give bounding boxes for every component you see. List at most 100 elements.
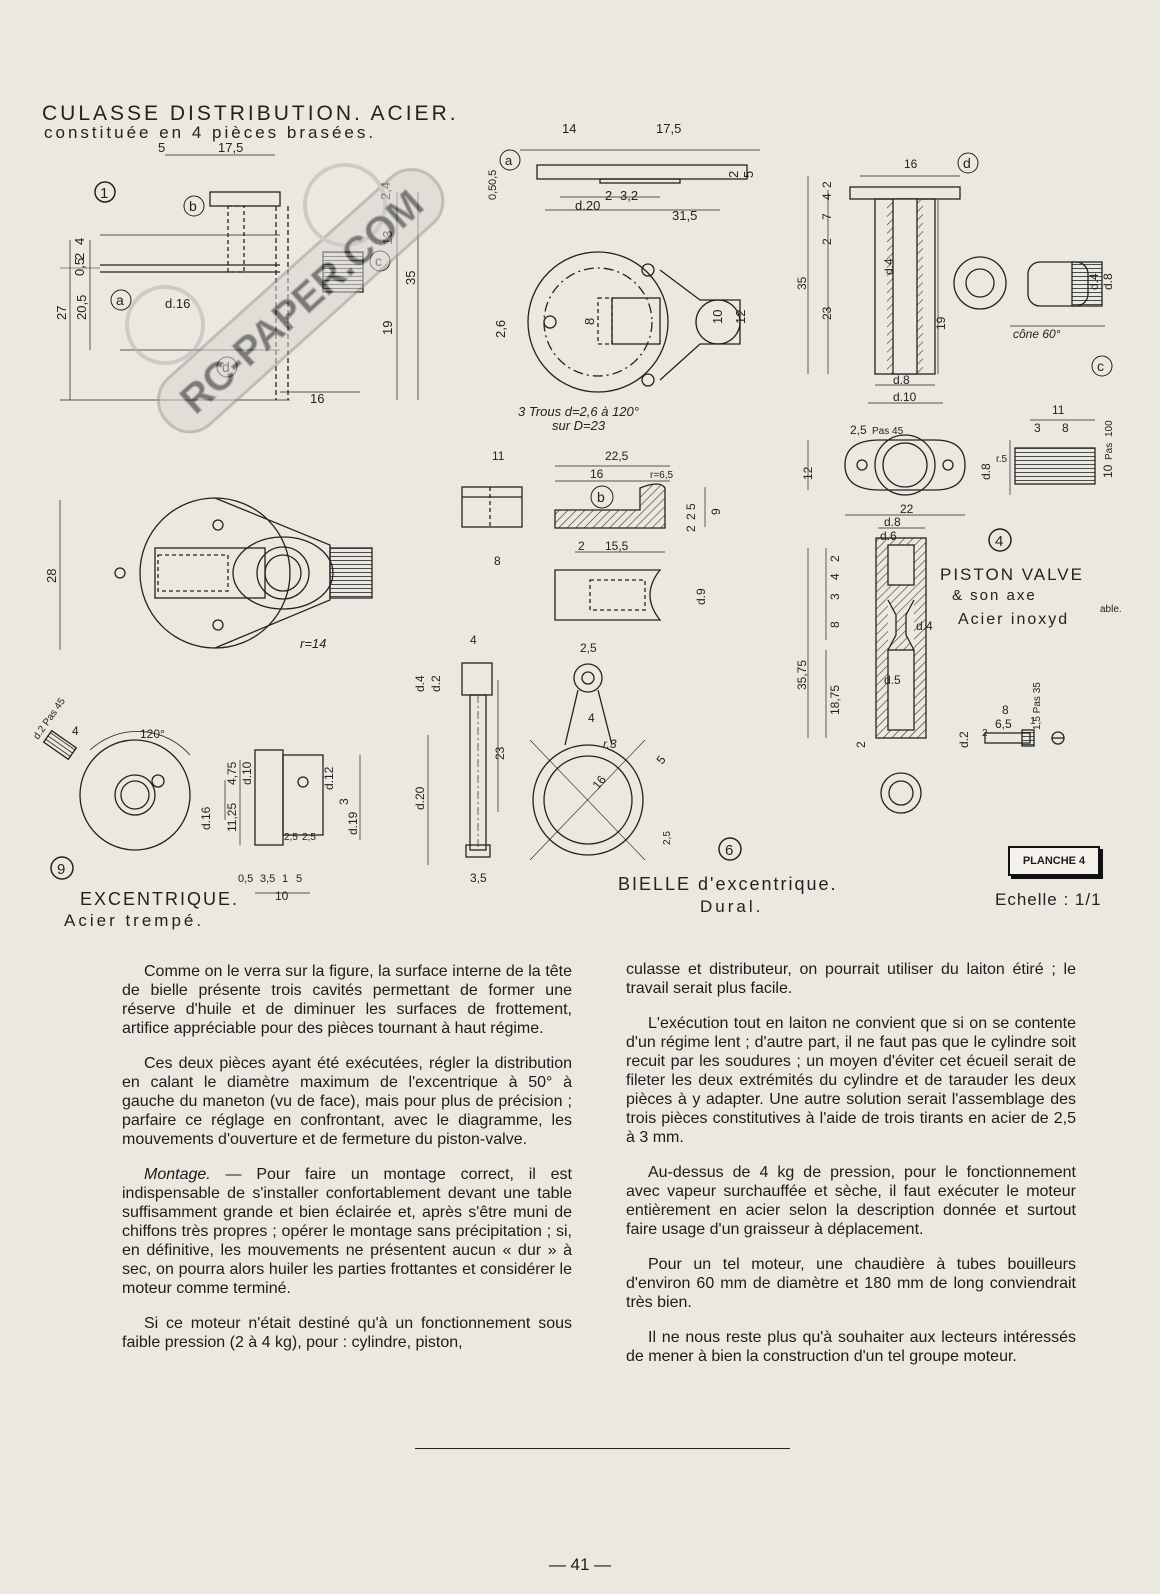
piston-dim-2c: 2 bbox=[982, 728, 988, 739]
marker-a-culasse: a bbox=[116, 292, 124, 308]
part-d-drawing bbox=[807, 175, 1105, 404]
part-c-pas-45: Pas 45 bbox=[872, 426, 904, 437]
part-d-dim-35: 35 bbox=[795, 276, 809, 290]
piston-dim-d5: d.5 bbox=[884, 673, 901, 687]
piston-dim-35-75: 35,75 bbox=[795, 660, 809, 690]
part-b-dim-2: 2 bbox=[578, 539, 585, 553]
part-d-dim-23: 23 bbox=[820, 306, 834, 320]
exc-dim-11-25: 11,25 bbox=[225, 803, 239, 832]
exc-dim-4-75: 4,75 bbox=[225, 761, 239, 785]
part-a-dim-10: 10 bbox=[710, 310, 725, 324]
part-d-dim-4: 4 bbox=[820, 193, 834, 200]
part-a-dim-0-5-b: 0,5 bbox=[487, 185, 499, 200]
part-c-dim-d8: d.8 bbox=[979, 463, 993, 480]
bielle-dim-d20: d.20 bbox=[413, 786, 427, 810]
base-view-drawing bbox=[59, 497, 373, 650]
bielle-dim-4b: 4 bbox=[588, 711, 595, 725]
marker-c: c bbox=[1097, 358, 1104, 374]
piston-dim-1: 1 bbox=[1030, 716, 1036, 727]
piston-dim-3: 3 bbox=[828, 593, 842, 600]
piston-dim-d8: d.8 bbox=[884, 515, 901, 529]
base-dim-r14: r=14 bbox=[300, 636, 326, 651]
part-d-dim-d10: d.10 bbox=[893, 390, 917, 404]
text-column-left: Comme on le verra sur la figure, la surf… bbox=[122, 962, 572, 1368]
exc-dim-120: 120° bbox=[140, 727, 165, 741]
piston-dim-d6: d.6 bbox=[880, 529, 897, 543]
exc-dim-1: 1 bbox=[282, 873, 288, 885]
part-d-dim-d4-b: d.4 bbox=[1087, 273, 1101, 290]
part-c-dim-10: 10 bbox=[1101, 464, 1115, 478]
culasse-dim-16: 16 bbox=[310, 391, 324, 406]
exc-dim-2-5b: 2,5 bbox=[302, 832, 316, 843]
part-c-pas: Pas bbox=[1104, 443, 1115, 460]
exc-dim-d16: d.16 bbox=[199, 806, 213, 830]
part-a-dim-5: 5 bbox=[741, 171, 756, 178]
part-c-dim-12: 12 bbox=[801, 466, 815, 480]
bielle-drawing bbox=[427, 662, 646, 865]
part-c-dim-8: 8 bbox=[1062, 421, 1069, 435]
text-column-right: culasse et distributeur, on pourrait uti… bbox=[626, 960, 1076, 1382]
part-d-dim-16: 16 bbox=[904, 157, 918, 171]
montage-body: Pour faire un montage correct, il est in… bbox=[122, 1166, 572, 1297]
culasse-dim-5: 5 bbox=[158, 140, 165, 155]
bielle-dim-23: 23 bbox=[493, 746, 507, 760]
exc-dim-d10: d.10 bbox=[240, 761, 254, 785]
part-c-dim-11: 11 bbox=[1052, 403, 1065, 417]
exc-dim-d19: d.19 bbox=[346, 811, 360, 835]
part-c-dim-2-5: 2,5 bbox=[850, 423, 867, 437]
bielle-material: Dural. bbox=[700, 897, 763, 916]
part-b-dim-9: 9 bbox=[709, 508, 723, 515]
paragraph-montage: Montage. — Pour faire un montage correct… bbox=[122, 1165, 572, 1298]
part-b-dim-11: 11 bbox=[492, 449, 505, 463]
piston-valve-subtitle: & son axe bbox=[952, 587, 1037, 604]
culasse-dim-d16: d.16 bbox=[165, 296, 190, 311]
piston-dim-d2: d.2 bbox=[957, 731, 971, 748]
part-b-dim-5: 5 bbox=[684, 503, 698, 510]
part-d-dim-d8-b: d.8 bbox=[1101, 273, 1115, 290]
echelle-label: Echelle : 1/1 bbox=[995, 890, 1102, 909]
bielle-dim-3-5: 3,5 bbox=[470, 871, 487, 885]
excentrique-title: EXCENTRIQUE. bbox=[80, 889, 239, 909]
part-a-dim-31-5: 31,5 bbox=[672, 208, 697, 223]
part-b-dim-2b: 2 bbox=[684, 513, 698, 520]
piston-dim-4: 4 bbox=[828, 573, 842, 580]
culasse-dim-0-5: 0,5 bbox=[72, 258, 87, 276]
paragraph: Comme on le verra sur la figure, la surf… bbox=[122, 963, 572, 1037]
piston-dim-6-5: 6,5 bbox=[995, 717, 1012, 731]
part-d-cone: cône 60° bbox=[1013, 327, 1061, 341]
divider-line bbox=[415, 1448, 790, 1449]
exc-dim-d12: d.12 bbox=[322, 766, 336, 790]
piston-dim-2: 2 bbox=[828, 555, 842, 562]
culasse-number-badge: 1 bbox=[94, 181, 116, 203]
exc-dim-10: 10 bbox=[275, 889, 289, 903]
exc-dim-3: 3 bbox=[337, 798, 351, 805]
part-c-dim-22: 22 bbox=[900, 502, 914, 516]
paragraph: Il ne nous reste plus qu'à souhaiter aux… bbox=[626, 1329, 1076, 1365]
excentrique-drawing bbox=[42, 729, 361, 894]
culasse-dim-27: 27 bbox=[54, 306, 69, 320]
part-d-dim-7: 7 bbox=[820, 213, 834, 220]
part-a-dim-3-2: 3,2 bbox=[620, 188, 638, 203]
planche-label: PLANCHE 4 bbox=[1008, 846, 1100, 876]
bielle-dim-2-5b: 2,5 bbox=[662, 831, 673, 845]
piston-dim-pas35: 1,5 Pas 35 bbox=[1032, 682, 1043, 730]
bielle-dim-2-5: 2,5 bbox=[580, 641, 597, 655]
part-a-note-line2: sur D=23 bbox=[552, 418, 606, 433]
piston-valve-number: 4 bbox=[995, 533, 1003, 550]
excentrique-number: 9 bbox=[57, 861, 65, 878]
piston-dim-8: 8 bbox=[828, 621, 842, 628]
part-a-dim-14: 14 bbox=[562, 121, 576, 136]
exc-dim-0-5: 0,5 bbox=[238, 873, 253, 885]
montage-lead: Montage. — bbox=[144, 1166, 242, 1183]
culasse-dim-35: 35 bbox=[403, 271, 418, 285]
culasse-title: CULASSE DISTRIBUTION. ACIER. bbox=[42, 102, 459, 125]
paragraph: culasse et distributeur, on pourrait uti… bbox=[626, 961, 1076, 997]
culasse-dim-20-5: 20,5 bbox=[74, 295, 89, 320]
part-c-dim-3: 3 bbox=[1034, 421, 1041, 435]
part-b-dim-16: 16 bbox=[590, 467, 604, 481]
exc-dim-4: 4 bbox=[72, 724, 79, 738]
part-d-dim-d4: d.4 bbox=[882, 258, 896, 275]
technical-drawing-sheet: CULASSE DISTRIBUTION. ACIER. constituée … bbox=[31, 102, 1121, 930]
part-b-dim-r6-5: r=6,5 bbox=[650, 470, 674, 481]
part-c-drawing bbox=[807, 419, 1096, 516]
